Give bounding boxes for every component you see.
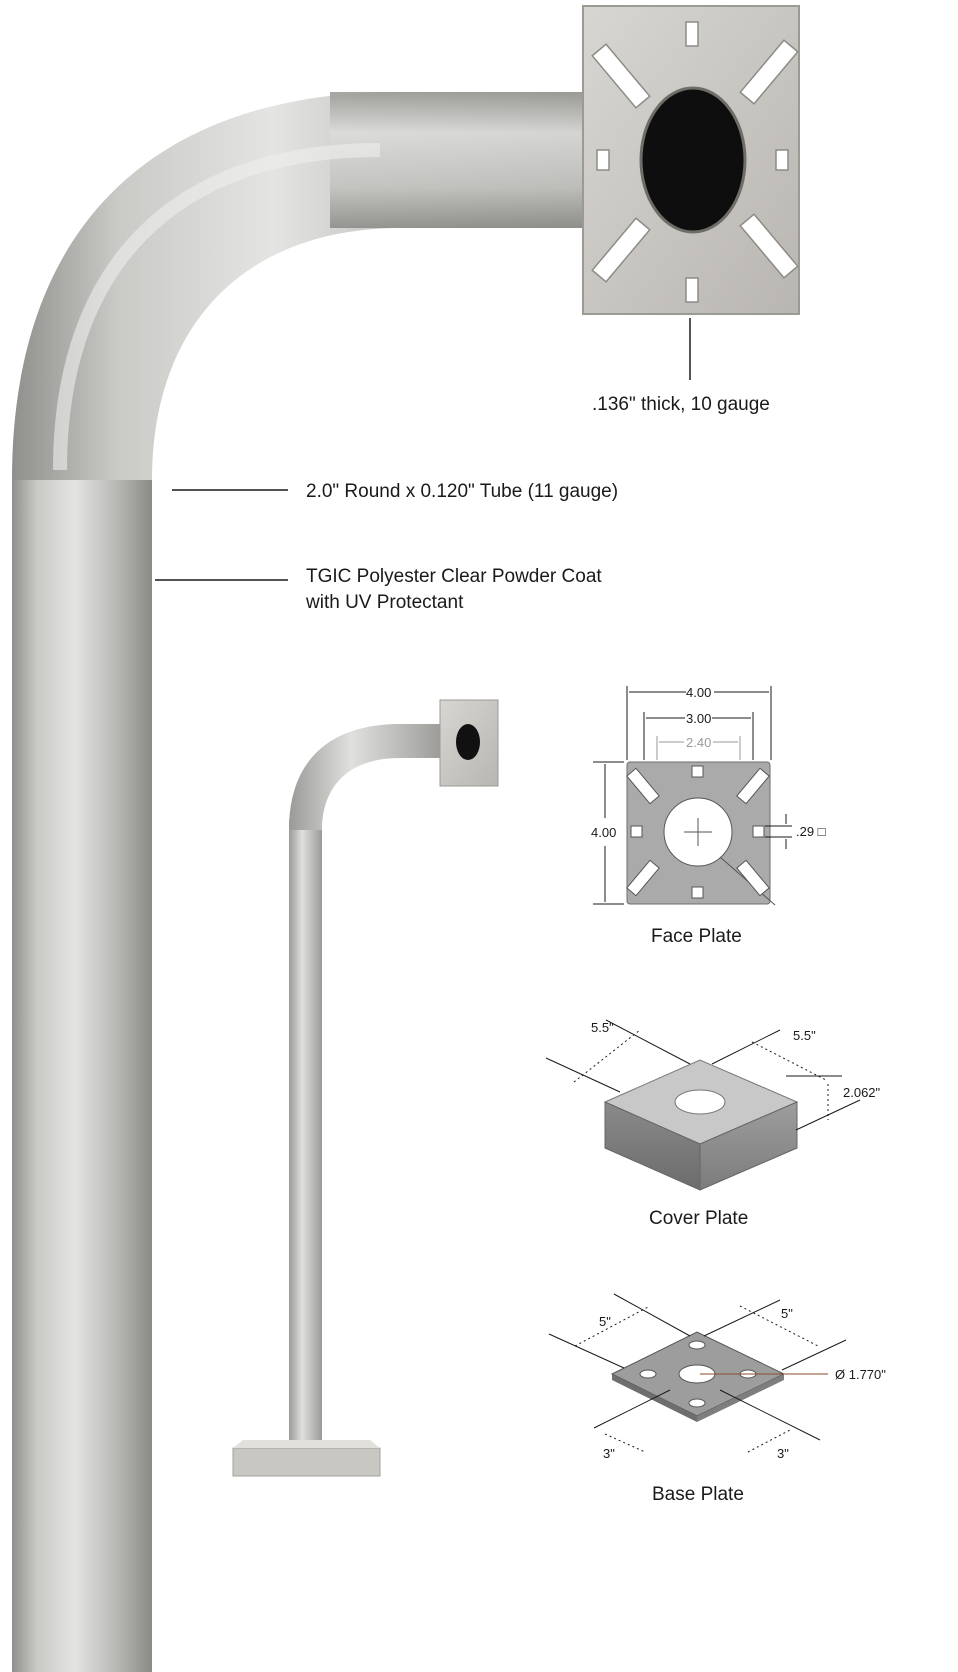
thickness-label: .136" thick, 10 gauge [592, 394, 770, 415]
cover-dim-left: 5.5" [591, 1020, 614, 1035]
base-dim-diameter: Ø 1.770" [835, 1367, 886, 1382]
base-plate-caption: Base Plate [652, 1484, 744, 1505]
callout-tube: 2.0" Round x 0.120" Tube (11 gauge) [172, 481, 618, 502]
face-plate-drawing: 4.00 3.00 2.40 4.00 .29 □ Face Plate [591, 685, 826, 947]
post-vertical-leg [12, 470, 152, 1672]
base-dim-bottom-left: 3" [603, 1446, 615, 1461]
base-dim-bottom-right: 3" [777, 1446, 789, 1461]
cover-plate-caption: Cover Plate [649, 1208, 748, 1229]
cover-dim-height: 2.062" [843, 1085, 881, 1100]
face-plate-caption: Face Plate [651, 926, 742, 947]
face-dim-inner: 2.40 [686, 735, 711, 750]
small-post-photo [232, 699, 499, 1477]
base-dim-left: 5" [599, 1314, 611, 1329]
face-plate-photo [582, 5, 800, 315]
tube-opening [639, 86, 747, 234]
base-plate-drawing: 5" 5" 3" 3" Ø 1.770" Base Plate [548, 1293, 886, 1505]
cover-plate-drawing: 5.5" 5.5" 2.062" Cover Plate [545, 1019, 881, 1229]
coating-label-line1: TGIC Polyester Clear Powder Coat [306, 566, 602, 587]
face-dim-height: 4.00 [591, 825, 616, 840]
callout-thickness: .136" thick, 10 gauge [592, 318, 770, 415]
callout-coating: TGIC Polyester Clear Powder Coat with UV… [155, 566, 602, 613]
coating-label-line2: with UV Protectant [305, 592, 464, 613]
cover-dim-right: 5.5" [793, 1028, 816, 1043]
face-dim-mid: 3.00 [686, 711, 711, 726]
base-dim-right: 5" [781, 1306, 793, 1321]
tube-spec-label: 2.0" Round x 0.120" Tube (11 gauge) [306, 481, 618, 502]
face-dim-outer: 4.00 [686, 685, 711, 700]
face-dim-slot: .29 □ [796, 824, 826, 839]
large-post-photo [12, 5, 800, 1672]
post-horizontal-arm [330, 92, 592, 228]
